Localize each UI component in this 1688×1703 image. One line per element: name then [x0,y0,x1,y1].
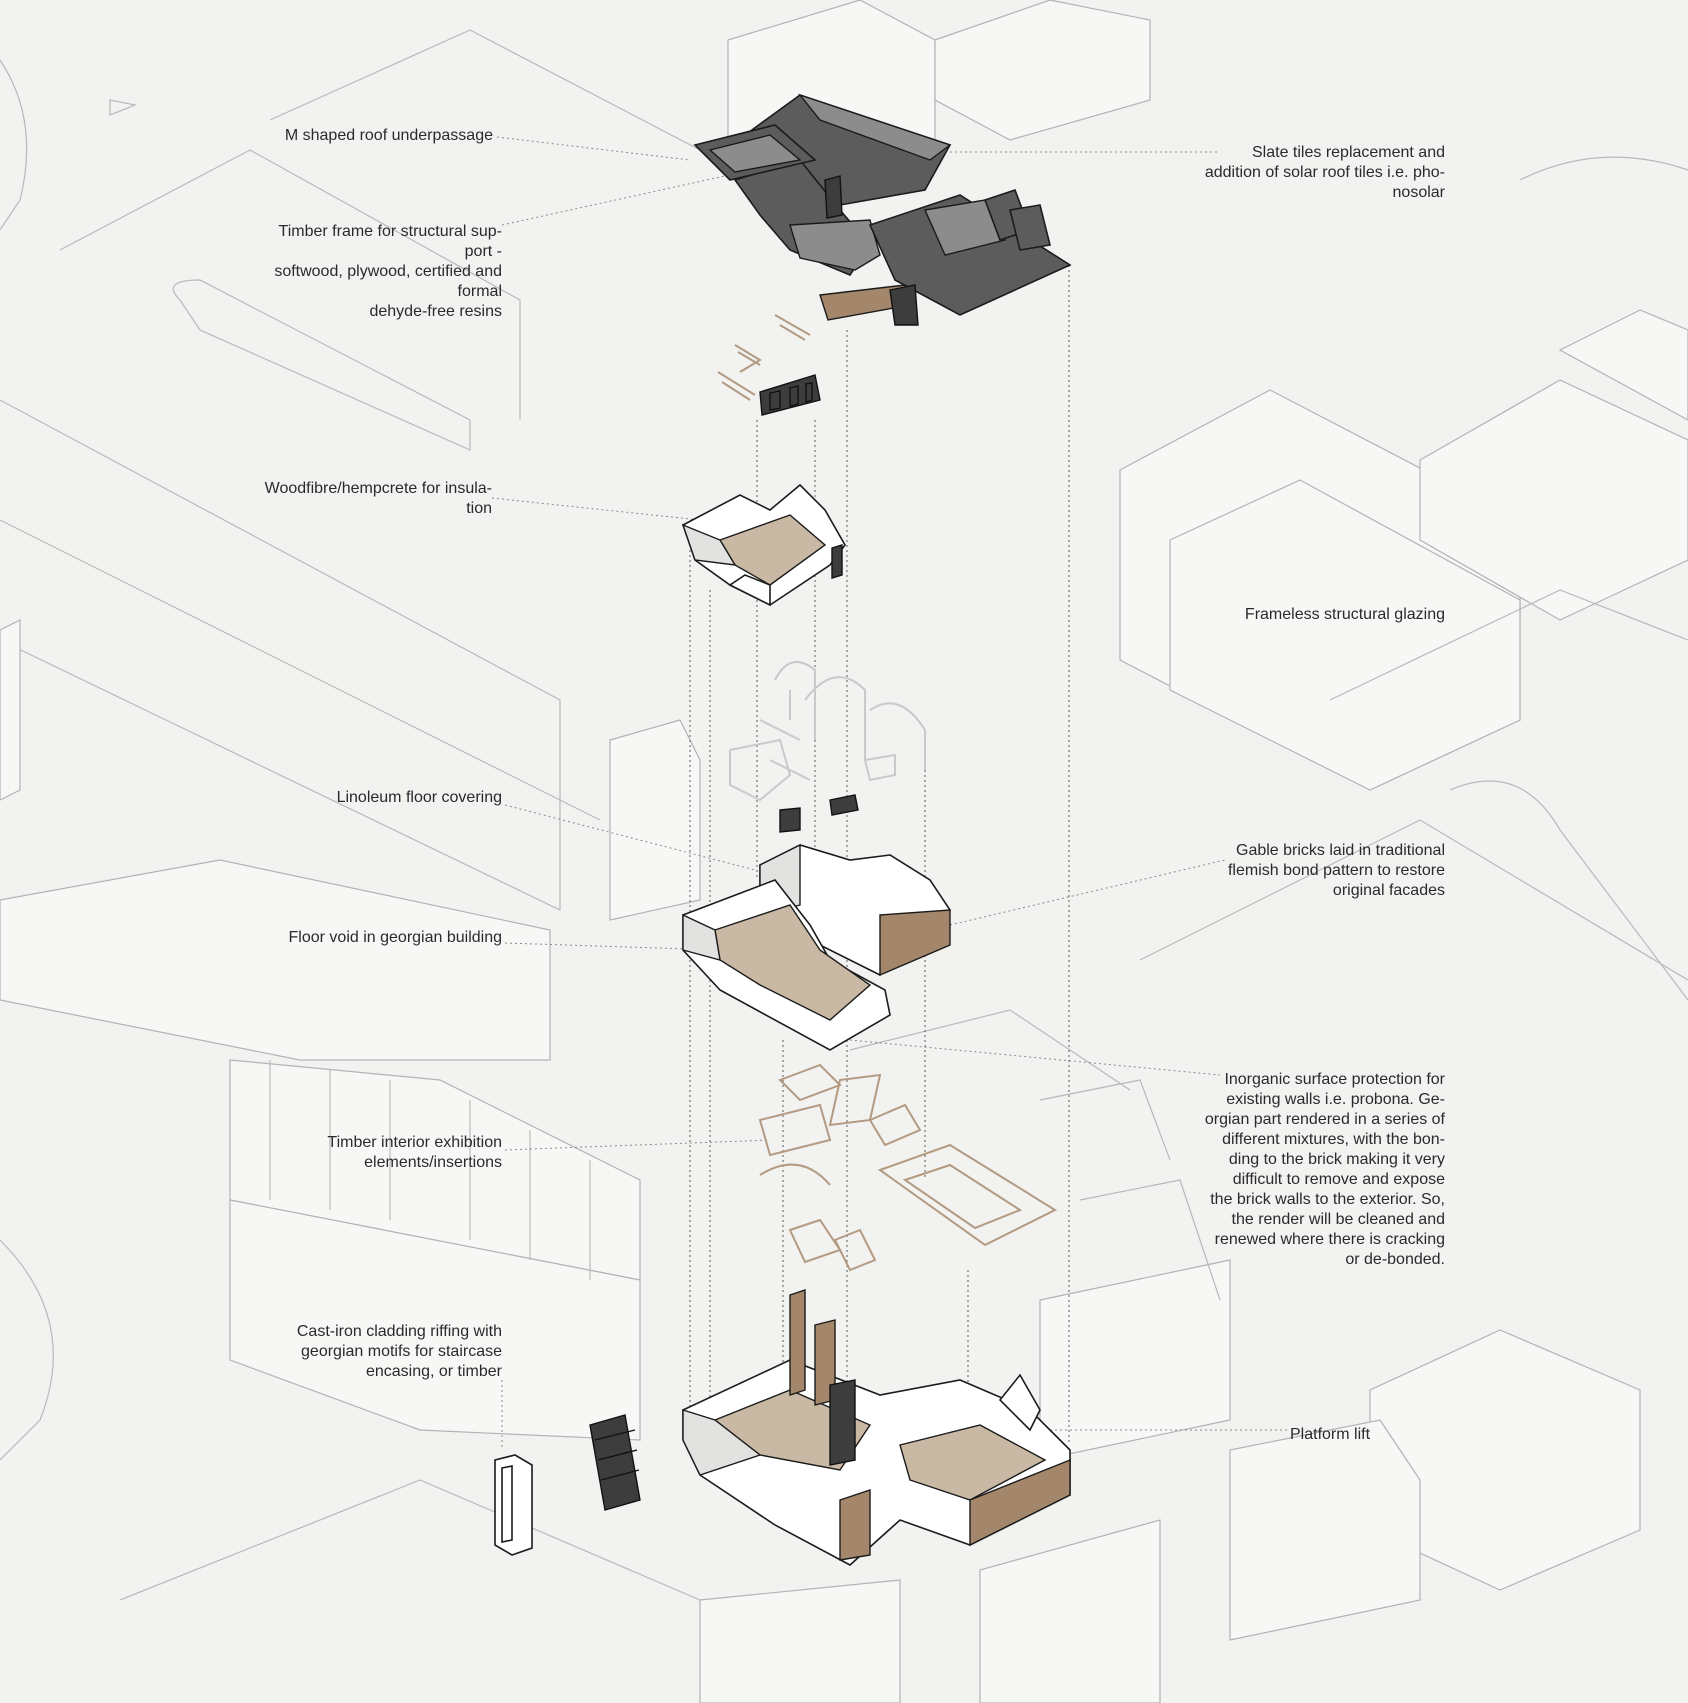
label-gable-bricks: Gable bricks laid in traditional flemish… [1227,842,1445,899]
ghost-structure [729,661,926,802]
label-woodfibre: Woodfibre/hempcrete for insula- tion [264,480,492,517]
timber-frame-pieces [717,314,821,416]
explode-projection-lines [689,265,1070,1530]
label-inorganic-protection: Inorganic surface protection for existin… [1204,1071,1445,1268]
insulation-layer [681,483,846,607]
label-linoleum: Linoleum floor covering [336,789,502,806]
label-frameless-glazing: Frameless structural glazing [1244,606,1445,623]
label-timber-interior: Timber interior exhibition elements/inse… [327,1134,502,1171]
first-floor-level [682,794,952,1051]
label-timber-frame: Timber frame for structural sup- port - … [274,223,502,320]
staircase-elements [494,1414,641,1556]
label-slate-tiles: Slate tiles replacement and addition of … [1204,144,1445,201]
timber-interior-level [758,1063,1058,1272]
label-floor-void: Floor void in georgian building [288,929,502,946]
roof-layer [693,93,1072,326]
ground-floor-level [682,1289,1071,1566]
label-platform-lift: Platform lift [1290,1426,1371,1443]
label-cast-iron: Cast-iron cladding riffing with georgian… [296,1323,502,1380]
label-m-shaped-roof: M shaped roof underpassage [284,127,493,144]
